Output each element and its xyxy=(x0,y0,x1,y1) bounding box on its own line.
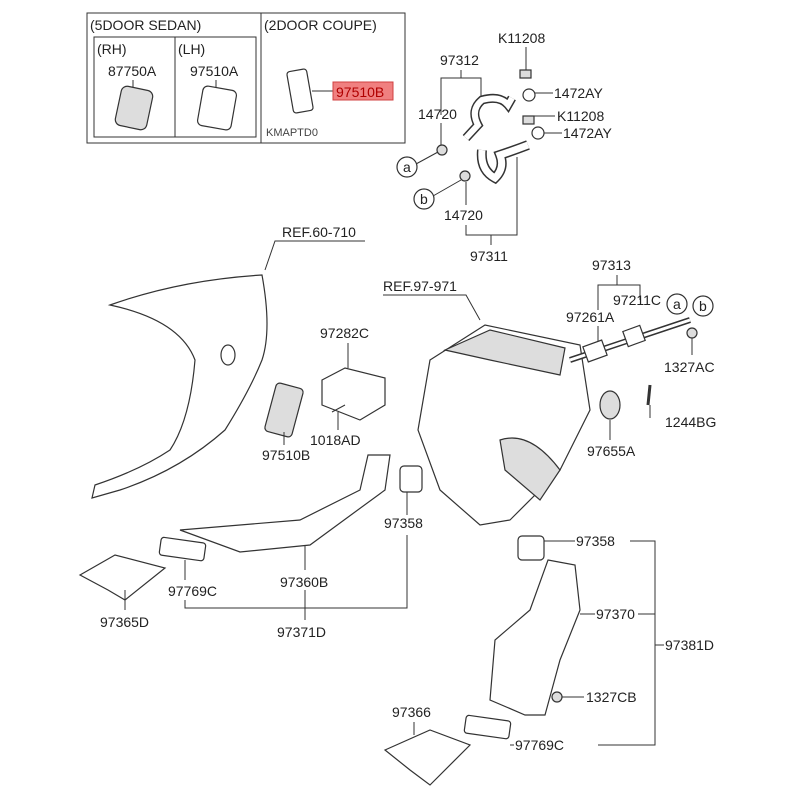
callout-ref-97-971[interactable]: REF.97-971 xyxy=(383,278,457,294)
callout-97510b[interactable]: 97510B xyxy=(262,447,310,463)
nut-1327ac xyxy=(686,327,698,339)
fuel-door xyxy=(220,344,236,366)
callout-1244bg[interactable]: 1244BG xyxy=(665,414,716,430)
bracket xyxy=(598,540,656,746)
bracket xyxy=(465,157,518,236)
hose-clamp-14720-b xyxy=(459,170,471,182)
callout-97313[interactable]: 97313 xyxy=(592,257,631,273)
callout-97381d[interactable]: 97381D xyxy=(665,637,714,653)
clamp-1472ay-b xyxy=(531,126,545,140)
vent-87750a xyxy=(114,85,154,131)
callout-97370[interactable]: 97370 xyxy=(596,606,635,622)
marker-a-pipe-label: a xyxy=(673,296,681,312)
callout-1018ad[interactable]: 1018AD xyxy=(310,432,361,448)
plate-97211c xyxy=(622,324,646,348)
callout-97211c[interactable]: 97211C xyxy=(613,292,661,308)
callout-k11208-b[interactable]: K11208 xyxy=(557,108,604,124)
gasket-97769c-a xyxy=(158,536,207,562)
callout-97769c-b[interactable]: 97769C xyxy=(515,737,564,753)
callout-14720-b[interactable]: 14720 xyxy=(444,207,483,223)
bolt-1244bg xyxy=(646,384,652,406)
marker-a xyxy=(396,156,418,178)
callout-97366[interactable]: 97366 xyxy=(392,704,431,720)
callout-97655a[interactable]: 97655A xyxy=(587,443,636,459)
leader xyxy=(264,240,365,271)
hose-97312-inner xyxy=(463,95,515,141)
quarter-panel: REF.60-710 97510B xyxy=(91,224,365,499)
leader xyxy=(432,179,462,197)
hose-clamp-14720-a xyxy=(436,144,448,156)
duct-97282c xyxy=(321,367,386,421)
callout-97371d[interactable]: 97371D xyxy=(277,624,326,640)
callout-1327ac[interactable]: 1327AC xyxy=(664,359,715,375)
leader xyxy=(415,151,439,165)
body-panel xyxy=(91,274,268,499)
callout-1472ay-b[interactable]: 1472AY xyxy=(563,125,612,141)
vent-97510a xyxy=(196,85,238,131)
callout-ref-60-710[interactable]: REF.60-710 xyxy=(282,224,356,240)
callout-1472ay-a[interactable]: 1472AY xyxy=(554,85,603,101)
screw-1018ad xyxy=(331,404,346,413)
callout-1327cb[interactable]: 1327CB xyxy=(586,689,637,705)
marker-b-pipe-label: b xyxy=(699,298,707,314)
callout-97312[interactable]: 97312 xyxy=(440,52,479,68)
seal-97655a xyxy=(599,390,621,420)
overlay-text: KMAPTD0 xyxy=(266,127,318,139)
callout-97769c-a[interactable]: 97769C xyxy=(168,583,217,599)
callout-97360b[interactable]: 97360B xyxy=(280,574,328,590)
callout-14720-a[interactable]: 14720 xyxy=(418,106,457,122)
marker-b xyxy=(413,188,435,210)
callout-97358-b[interactable]: 97358 xyxy=(576,533,615,549)
callout-97358-a[interactable]: 97358 xyxy=(384,515,423,531)
lh-label: (LH) xyxy=(178,41,205,57)
nut-1327cb xyxy=(551,691,563,703)
callout-97365d[interactable]: 97365D xyxy=(100,614,149,630)
bracket xyxy=(597,284,641,310)
coupe-heading: (2DOOR COUPE) xyxy=(264,17,377,33)
rear-duct-right: 97358 97370 97381D 1327CB 97769C 97366 xyxy=(383,533,714,786)
coupe-part-number[interactable]: 97510B xyxy=(336,84,384,100)
leader xyxy=(383,294,481,321)
cover-97365d xyxy=(78,554,167,601)
rh-part-number[interactable]: 87750A xyxy=(108,63,157,79)
gasket-97358-a xyxy=(399,465,423,493)
highlight-box xyxy=(332,81,394,101)
gasket-97358-b xyxy=(517,535,545,561)
marker-b-pipe xyxy=(692,295,714,317)
variant-inset: (5DOOR SEDAN) KMAPTD0 (2DOOR COUPE) (RH)… xyxy=(86,12,406,144)
heater-unit: REF.97-971 97282C 1018AD 97313 97211C 97… xyxy=(310,257,716,526)
marker-b-label: b xyxy=(420,191,428,207)
hose-97311-inner xyxy=(478,141,530,183)
clip-k11208-b xyxy=(522,115,535,125)
duct-97360b xyxy=(179,454,391,553)
cover-97366 xyxy=(383,729,472,786)
heater-outlet xyxy=(499,437,561,501)
rh-label: (RH) xyxy=(97,41,127,57)
marker-a-label: a xyxy=(403,159,411,175)
sedan-heading: (5DOOR SEDAN) xyxy=(90,17,201,33)
callout-97261a[interactable]: 97261A xyxy=(566,309,615,325)
vent-97510b xyxy=(286,68,314,114)
grommet-97261a xyxy=(582,339,608,363)
heater-grille xyxy=(443,329,566,376)
vent-97510b-installed xyxy=(264,382,304,438)
callout-97311[interactable]: 97311 xyxy=(470,248,508,264)
duct-97370 xyxy=(489,559,581,716)
clip-k11208 xyxy=(519,69,532,79)
inset-frame xyxy=(86,12,406,144)
clamp-1472ay xyxy=(522,88,536,102)
callout-k11208-a[interactable]: K11208 xyxy=(498,30,545,46)
bracket xyxy=(184,535,408,609)
lh-part-number[interactable]: 97510A xyxy=(190,63,239,79)
gasket-97769c-b xyxy=(463,714,512,740)
callout-97282c[interactable]: 97282C xyxy=(320,325,369,341)
marker-a-pipe xyxy=(666,293,688,315)
rear-duct-left: 97358 97360B 97769C 97365D 97371D xyxy=(78,454,423,640)
hose-group: 97312 K11208 1472AY 14720 K11208 1472AY … xyxy=(396,30,612,264)
